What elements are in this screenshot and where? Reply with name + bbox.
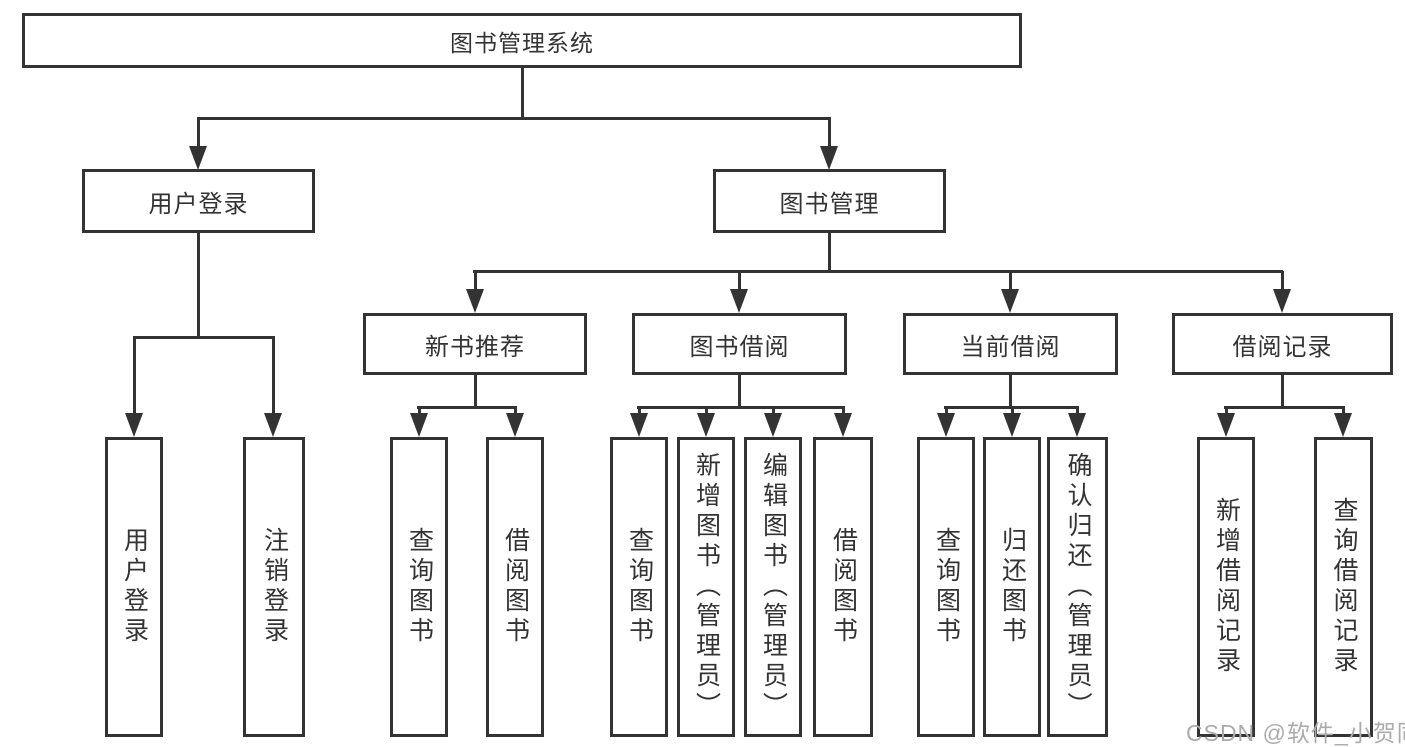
arrowhead (820, 146, 838, 170)
arrowhead (834, 413, 852, 437)
node-query-books-current: 查询图书 (917, 437, 975, 737)
node-new-book-recommend: 新书推荐 (363, 313, 587, 375)
node-user-login: 用户登录 (82, 169, 315, 233)
connector-line (638, 407, 641, 417)
connector-line (1009, 271, 1012, 293)
connector-line (705, 407, 708, 417)
connector-line (418, 407, 421, 417)
connector-line (828, 233, 831, 271)
arrowhead (730, 289, 748, 313)
connector-line (474, 271, 477, 293)
connector-line (738, 271, 741, 293)
arrowhead (125, 413, 143, 437)
connector-line (842, 407, 845, 417)
connector-line (1281, 271, 1284, 293)
node-query-borrow-record: 查询借阅记录 (1314, 437, 1373, 737)
node-add-books-admin: 新增图书（管理员） (677, 437, 735, 737)
arrowhead (697, 413, 715, 437)
connector-line (197, 118, 200, 150)
node-edit-books-admin: 编辑图书（管理员） (744, 437, 802, 737)
arrowhead (1217, 413, 1235, 437)
arrowhead (189, 146, 207, 170)
connector-line (1224, 406, 1345, 409)
arrowhead (264, 413, 282, 437)
connector-line (474, 375, 477, 407)
node-current-borrowing: 当前借阅 (903, 313, 1118, 375)
connector-line (1076, 407, 1079, 417)
node-logout: 注销登录 (243, 437, 305, 737)
connector-line (1009, 375, 1012, 407)
arrowhead (630, 413, 648, 437)
connector-line (272, 337, 275, 417)
node-query-books-borrowing: 查询图书 (610, 437, 668, 737)
connector-line (637, 406, 845, 409)
node-library-system: 图书管理系统 (22, 13, 1022, 68)
arrowhead (410, 413, 428, 437)
connector-line (197, 117, 831, 120)
node-add-borrow-record: 新增借阅记录 (1197, 437, 1255, 737)
arrowhead (1273, 289, 1291, 313)
node-query-books-recommend: 查询图书 (390, 437, 448, 737)
node-book-borrowing: 图书借阅 (632, 313, 847, 375)
watermark: CSDN @软件_小贺同学 (1186, 720, 1405, 746)
connector-line (945, 407, 948, 417)
connector-line (1342, 407, 1345, 417)
node-book-management: 图书管理 (713, 169, 946, 233)
arrowhead (1001, 289, 1019, 313)
connector-line (1011, 407, 1014, 417)
node-borrow-books: 借阅图书 (813, 437, 873, 737)
node-confirm-return-admin: 确认归还（管理员） (1047, 437, 1108, 737)
node-borrow-records: 借阅记录 (1172, 313, 1393, 375)
connector-line (514, 407, 517, 417)
node-borrow-books-recommend: 借阅图书 (486, 437, 544, 737)
arrowhead (1068, 413, 1086, 437)
arrowhead (1003, 413, 1021, 437)
connector-line (1281, 375, 1284, 407)
arrowhead (937, 413, 955, 437)
connector-line (133, 337, 136, 417)
arrowhead (764, 413, 782, 437)
connector-line (738, 375, 741, 407)
node-return-books: 归还图书 (983, 437, 1041, 737)
connector-line (1225, 407, 1228, 417)
connector-line (828, 118, 831, 150)
node-user-login-leaf: 用户登录 (105, 437, 163, 737)
connector-line (473, 270, 1283, 273)
arrowhead (506, 413, 524, 437)
connector-line (521, 68, 524, 118)
connector-line (417, 406, 517, 409)
arrowhead (1334, 413, 1352, 437)
connector-line (197, 233, 200, 337)
connector-line (772, 407, 775, 417)
arrowhead (466, 289, 484, 313)
connector-line (133, 336, 275, 339)
